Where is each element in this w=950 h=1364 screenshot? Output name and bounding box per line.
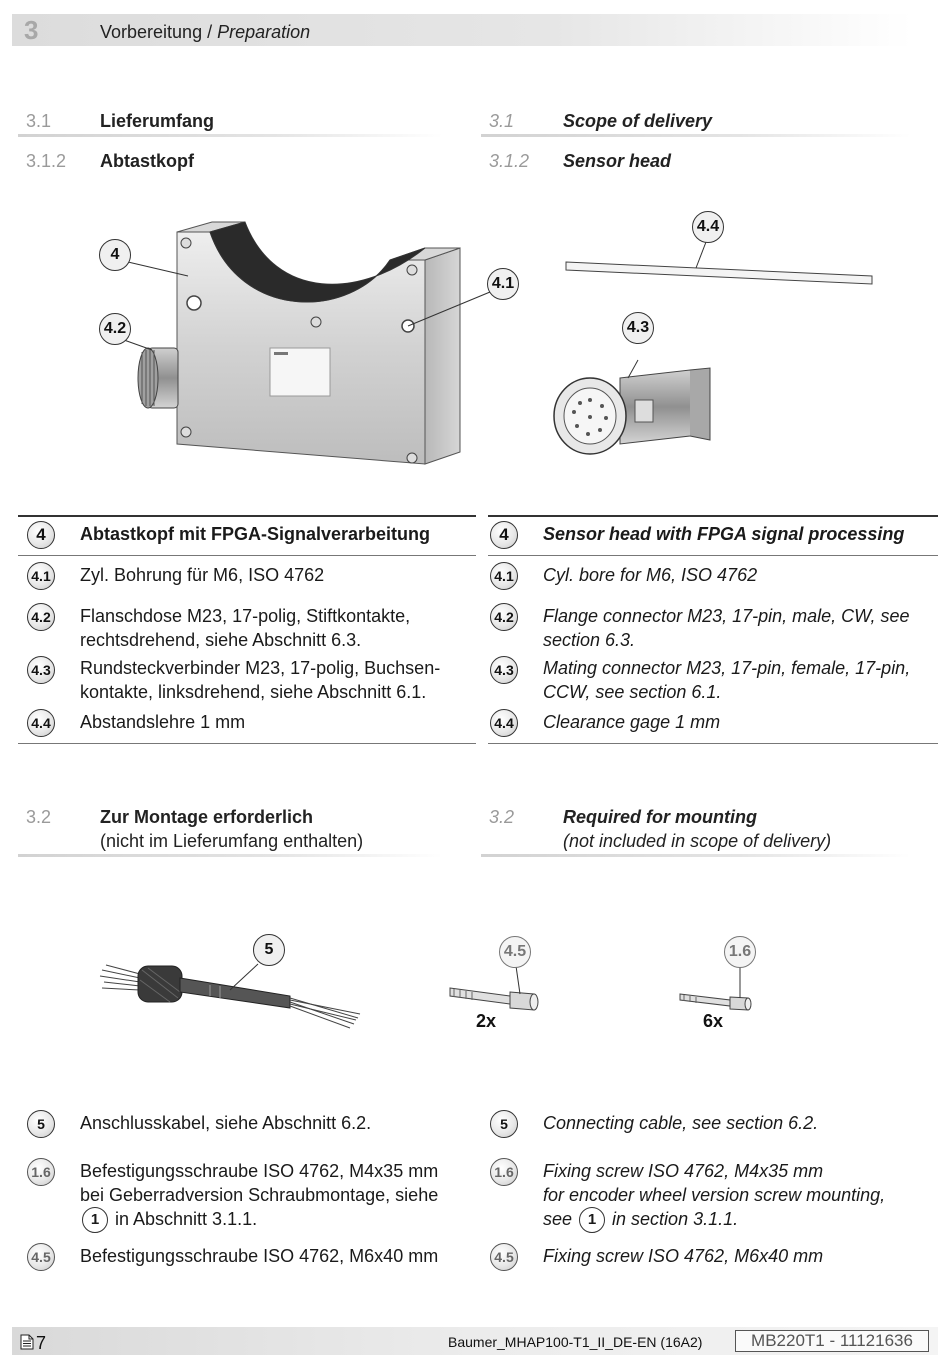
legend-badge: 4.1	[27, 562, 55, 590]
callout-leaders	[229, 963, 741, 998]
legend-badge: 1.6	[490, 1158, 518, 1186]
sensor-head-figure	[123, 221, 873, 465]
legend-badge: 4.2	[490, 603, 518, 631]
legend-badge: 4.2	[27, 603, 55, 631]
legend-item-de: Abtastkopf mit FPGA-Signalverarbeitung	[80, 524, 431, 544]
screw-m6	[449, 987, 539, 1011]
section-3-1-title-en: Scope of delivery	[563, 111, 713, 131]
document-name: Baumer_MHAP100-T1_II_DE-EN (16A2)	[448, 1334, 703, 1350]
section-3-1-2-number-de: 3.1.2	[26, 151, 67, 171]
callout-4-3: 4.3	[622, 312, 654, 344]
mounting-parts-figure	[99, 963, 752, 1029]
legend-item-de: Anschlusskabel, siehe Abschnitt 6.2.	[80, 1113, 372, 1133]
legend-item-de: Zyl. Bohrung für M6, ISO 4762	[80, 565, 325, 585]
legend-badge: 4.5	[27, 1243, 55, 1271]
section-divider	[18, 854, 443, 857]
callout-4: 4	[99, 239, 131, 271]
chapter-header-bar	[12, 14, 912, 46]
section-3-2-subtitle-en: (not included in scope of delivery)	[563, 831, 832, 851]
section-3-1-2-title-de: Abtastkopf	[100, 151, 194, 171]
legend-badge: 4.4	[27, 709, 55, 737]
table-rule	[18, 555, 476, 556]
legend-item-en: Cyl. bore for M6, ISO 4762	[543, 565, 758, 585]
legend-item-en: Mating connector M23, 17-pin, female, 17…	[543, 658, 911, 702]
clearance-gage	[565, 261, 873, 285]
table-rule	[488, 555, 938, 556]
callout-1-6: 1.6	[724, 936, 756, 968]
legend-badge: 5	[490, 1110, 518, 1138]
flange-connector	[137, 347, 179, 409]
section-3-1-title-de: Lieferumfang	[100, 111, 215, 131]
legend-item-en: Flange connector M23, 17-pin, male, CW, …	[543, 606, 910, 650]
callout-4-2: 4.2	[99, 313, 131, 345]
callout-5: 5	[253, 934, 285, 966]
legend-badge: 4.1	[490, 562, 518, 590]
table-rule	[18, 515, 476, 517]
reference-badge: 1	[82, 1207, 108, 1234]
legend-item-en: Connecting cable, see section 6.2.	[543, 1113, 819, 1133]
table-rule	[488, 515, 938, 517]
connecting-cable	[99, 964, 361, 1029]
legend-badge: 4.4	[490, 709, 518, 737]
legend-item-de: Befestigungsschraube ISO 4762, M6x40 mm	[80, 1246, 439, 1266]
legend-item-en: Fixing screw ISO 4762, M6x40 mm	[543, 1246, 824, 1266]
callout-4-1: 4.1	[487, 268, 519, 300]
table-rule	[488, 743, 938, 744]
page-number: 7	[36, 1333, 47, 1353]
section-divider	[481, 134, 911, 137]
legend-badge: 4.5	[490, 1243, 518, 1271]
chapter-number: 3	[24, 15, 39, 45]
legend-badge: 4.3	[490, 656, 518, 684]
table-rule	[18, 743, 476, 744]
quantity-label-m4: 6x	[703, 1011, 724, 1031]
document-code: MB220T1 - 11121636	[735, 1330, 929, 1352]
section-divider	[18, 134, 443, 137]
section-3-2-number-en: 3.2	[489, 807, 515, 827]
section-3-2-title-de: Zur Montage erforderlich	[100, 807, 314, 827]
legend-badge: 5	[27, 1110, 55, 1138]
legend-item-en: Clearance gage 1 mm	[543, 712, 721, 732]
section-3-1-2-title-en: Sensor head	[563, 151, 672, 171]
chapter-title-separator: /	[202, 22, 218, 42]
quantity-label-m6: 2x	[476, 1011, 497, 1031]
legend-item-de: Rundsteckverbinder M23, 17-polig, Buchse…	[80, 658, 441, 702]
legend-badge: 4.3	[27, 656, 55, 684]
section-3-2-subtitle-de: (nicht im Lieferumfang enthalten)	[100, 831, 364, 851]
section-divider	[481, 854, 911, 857]
callout-4-4: 4.4	[692, 211, 724, 243]
legend-badge: 4	[27, 521, 55, 549]
section-3-1-2-number-en: 3.1.2	[489, 151, 530, 171]
mating-connector	[553, 367, 711, 455]
sensor-head-body	[176, 221, 461, 465]
legend-item-de: Abstandslehre 1 mm	[80, 712, 246, 732]
legend-item-de: Flanschdose M23, 17-polig, Stiftkontakte…	[80, 606, 411, 650]
callout-leaders	[123, 241, 707, 379]
section-3-2-title-en: Required for mounting	[563, 807, 757, 827]
section-3-1-number-en: 3.1	[489, 111, 515, 131]
section-3-1-number-de: 3.1	[26, 111, 52, 131]
screw-m4	[679, 993, 752, 1011]
section-3-2-number-de: 3.2	[26, 807, 52, 827]
chapter-title: Vorbereitung / Preparation	[100, 22, 310, 43]
legend-badge: 4	[490, 521, 518, 549]
chapter-title-en: Preparation	[217, 22, 311, 42]
callout-4-5: 4.5	[499, 936, 531, 968]
legend-badge: 1.6	[27, 1158, 55, 1186]
chapter-title-de: Vorbereitung	[100, 22, 203, 42]
document-icon	[20, 1334, 34, 1350]
legend-item-en: Sensor head with FPGA signal processing	[543, 524, 905, 544]
reference-badge: 1	[579, 1207, 606, 1234]
